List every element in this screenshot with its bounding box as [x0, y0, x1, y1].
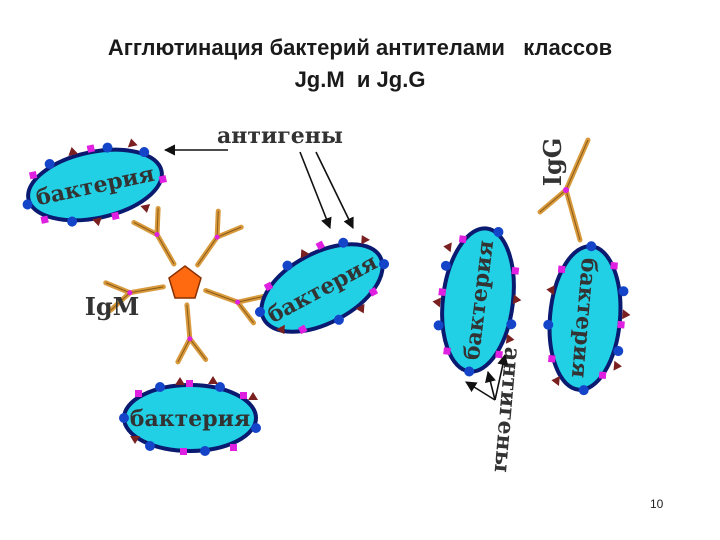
arrow-icon: [465, 353, 509, 401]
slide-title: Агглютинация бактерий антителами классов…: [0, 32, 720, 96]
arrow-icon: [163, 144, 354, 230]
antigens-label-bottom: антигены: [489, 346, 526, 474]
igm-antibody-cluster: [106, 208, 263, 361]
bacterium-icon: [119, 376, 261, 456]
bacterium-icon: [254, 235, 390, 335]
igm-arm-antibody: [134, 208, 186, 270]
pentamer-core-icon: [168, 265, 202, 299]
igg-label: IgG: [538, 138, 567, 187]
igg-antibody: [537, 137, 591, 243]
bacterium-icon: [543, 241, 631, 396]
igm-arm-antibody: [173, 304, 206, 362]
page-number: 10: [650, 497, 664, 511]
igm-label: IgM: [85, 292, 140, 321]
igm-arm-antibody: [201, 277, 263, 322]
bacterium-label: бактерия: [130, 406, 250, 432]
antigens-label-top: антигены: [217, 123, 343, 149]
title-line-1: Агглютинация бактерий антителами классов: [107, 35, 613, 60]
title-line-2: Jg.M и Jg.G: [294, 67, 426, 92]
igm-arm-antibody: [186, 211, 241, 273]
bacterium-icon: [22, 138, 167, 227]
